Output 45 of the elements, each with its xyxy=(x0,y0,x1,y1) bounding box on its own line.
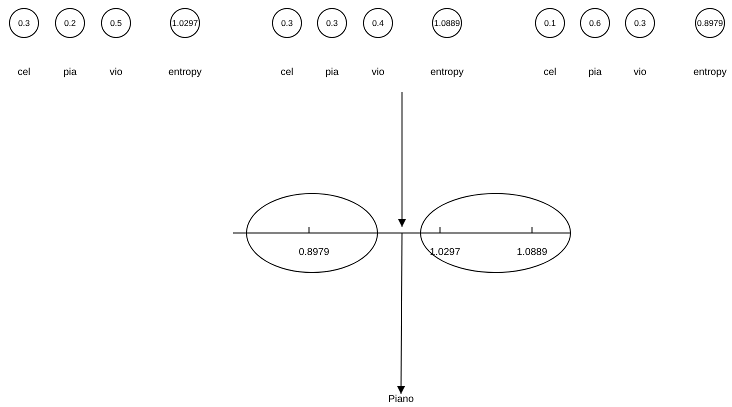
result-label: Piano xyxy=(388,394,414,406)
variable-label: vio xyxy=(110,67,122,79)
variable-label: entropy xyxy=(168,67,202,79)
tick-label: 0.8979 xyxy=(298,247,330,259)
variable-label: vio xyxy=(372,67,384,79)
probability-value: 0.2 xyxy=(63,18,77,28)
tick-label: 1.0297 xyxy=(430,247,460,259)
probability-value: 0.1 xyxy=(543,18,557,28)
value-circle xyxy=(535,8,565,38)
value-circle xyxy=(170,8,200,38)
value-circle xyxy=(432,8,462,38)
tick-label: 1.0889 xyxy=(516,247,548,259)
value-circle xyxy=(695,8,725,38)
probability-value: 1.0297 xyxy=(171,18,199,28)
value-circle xyxy=(55,8,85,38)
variable-label: cel xyxy=(544,67,556,79)
probability-value: 0.4 xyxy=(371,18,385,28)
value-circle xyxy=(625,8,655,38)
variable-label: pia xyxy=(588,67,602,79)
variable-label: entropy xyxy=(430,67,464,79)
variable-label: cel xyxy=(280,67,294,79)
variable-label: cel xyxy=(18,67,30,79)
value-circle xyxy=(272,8,302,38)
probability-value: 0.3 xyxy=(17,18,31,28)
value-circle xyxy=(101,8,131,38)
arrow xyxy=(397,232,406,394)
value-circle xyxy=(363,8,393,38)
probability-value: 0.3 xyxy=(325,18,339,28)
value-circle xyxy=(317,8,347,38)
probability-value: 0.6 xyxy=(588,18,602,28)
value-circle xyxy=(580,8,610,38)
probability-value: 0.3 xyxy=(633,18,647,28)
variable-label: pia xyxy=(63,67,77,79)
value-circle xyxy=(9,8,39,38)
probability-value: 0.3 xyxy=(280,18,294,28)
variable-label: entropy xyxy=(693,67,727,79)
variable-label: vio xyxy=(634,67,646,79)
probability-value: 1.0889 xyxy=(433,18,461,28)
arrow xyxy=(398,92,406,228)
number-line xyxy=(232,226,572,234)
cluster-ellipse xyxy=(420,193,571,273)
probability-value: 0.8979 xyxy=(696,18,724,28)
variable-label: pia xyxy=(325,67,339,79)
cluster-ellipse xyxy=(246,193,378,273)
probability-value: 0.5 xyxy=(109,18,123,28)
